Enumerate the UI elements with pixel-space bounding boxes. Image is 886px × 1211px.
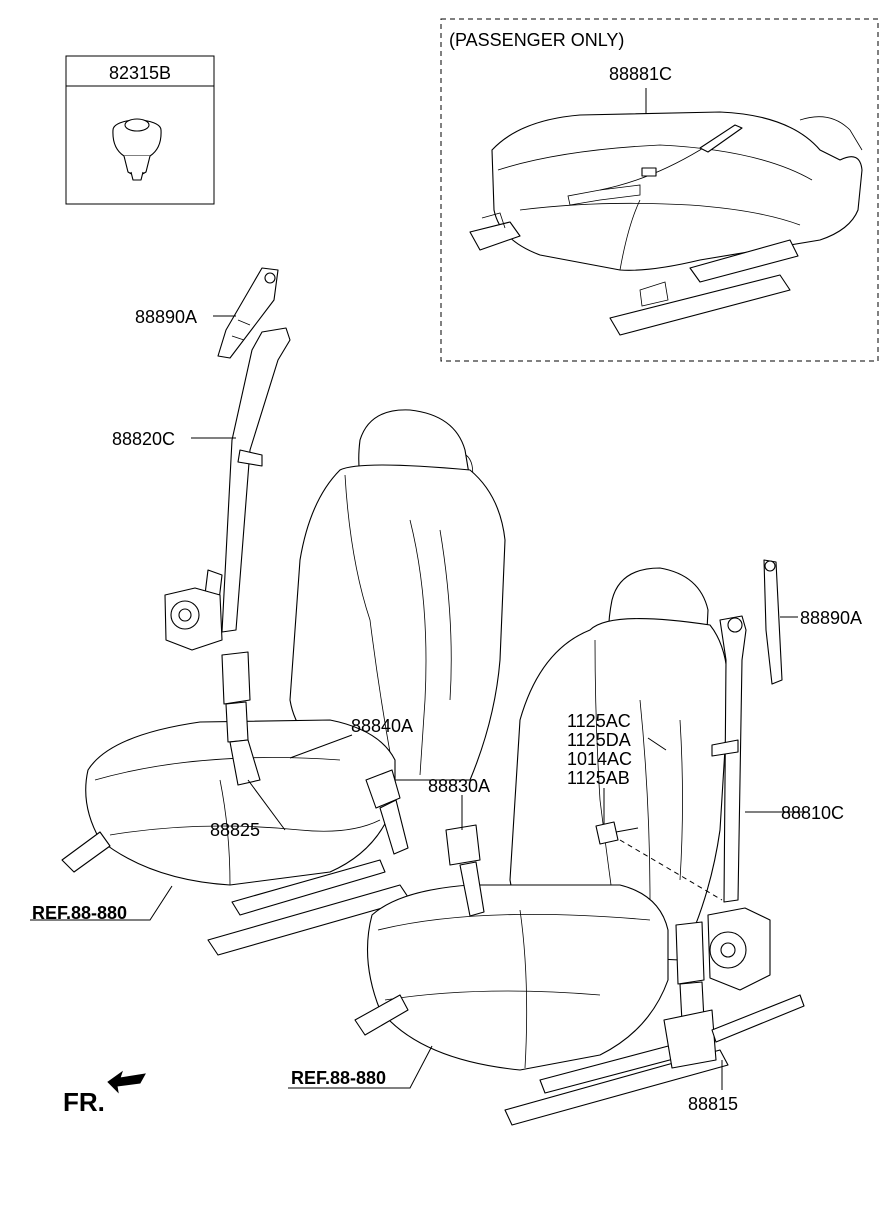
label-ref-left: REF.88-880 (32, 903, 127, 923)
right-seat-illustration (354, 567, 729, 1126)
clip-part-number: 82315B (109, 63, 171, 83)
label-88830a: 88830A (428, 776, 490, 796)
right-retractor-illustration (707, 907, 771, 991)
inset-part-number: 88881C (609, 64, 672, 84)
label-bolt-3: 1014AC (567, 749, 632, 769)
inset-title: (PASSENGER ONLY) (449, 30, 624, 50)
label-bolt-2: 1125DA (567, 730, 631, 750)
bolt-dashed-guide (619, 839, 723, 901)
label-bolt-4: 1125AB (567, 768, 630, 788)
label-88840a: 88840A (351, 716, 413, 736)
front-arrow-icon (107, 1070, 146, 1094)
front-indicator-label: FR. (63, 1087, 105, 1117)
left-buckle-stalk-illustration (221, 651, 261, 786)
label-bolt-1: 1125AC (567, 711, 631, 731)
left-belt-webbing-illustration (199, 327, 291, 636)
right-upper-anchor-illustration (763, 559, 783, 685)
inset-seat-cushion-illustration (469, 111, 863, 336)
front-indicator: FR. (63, 1070, 146, 1117)
right-buckle-stalk-illustration (663, 921, 805, 1069)
clip-icon (112, 118, 162, 181)
left-upper-anchor-illustration (217, 267, 279, 359)
label-88810c: 88810C (781, 803, 844, 823)
left-retractor-illustration (164, 587, 223, 651)
label-88825: 88825 (210, 820, 260, 840)
left-buckle-illustration (365, 769, 409, 855)
clip-part-box: 82315B (65, 55, 215, 205)
passenger-inset-box: (PASSENGER ONLY) 88881C (440, 18, 879, 362)
label-88815: 88815 (688, 1094, 738, 1114)
bolt-illustration (595, 821, 639, 845)
label-88820c: 88820C (112, 429, 175, 449)
right-belt-webbing-illustration (711, 615, 747, 903)
label-88890a-right: 88890A (800, 608, 862, 628)
right-buckle-illustration (445, 824, 485, 917)
label-ref-right: REF.88-880 (291, 1068, 386, 1088)
label-88890a-upper-left: 88890A (135, 307, 197, 327)
left-seat-illustration (61, 409, 506, 956)
